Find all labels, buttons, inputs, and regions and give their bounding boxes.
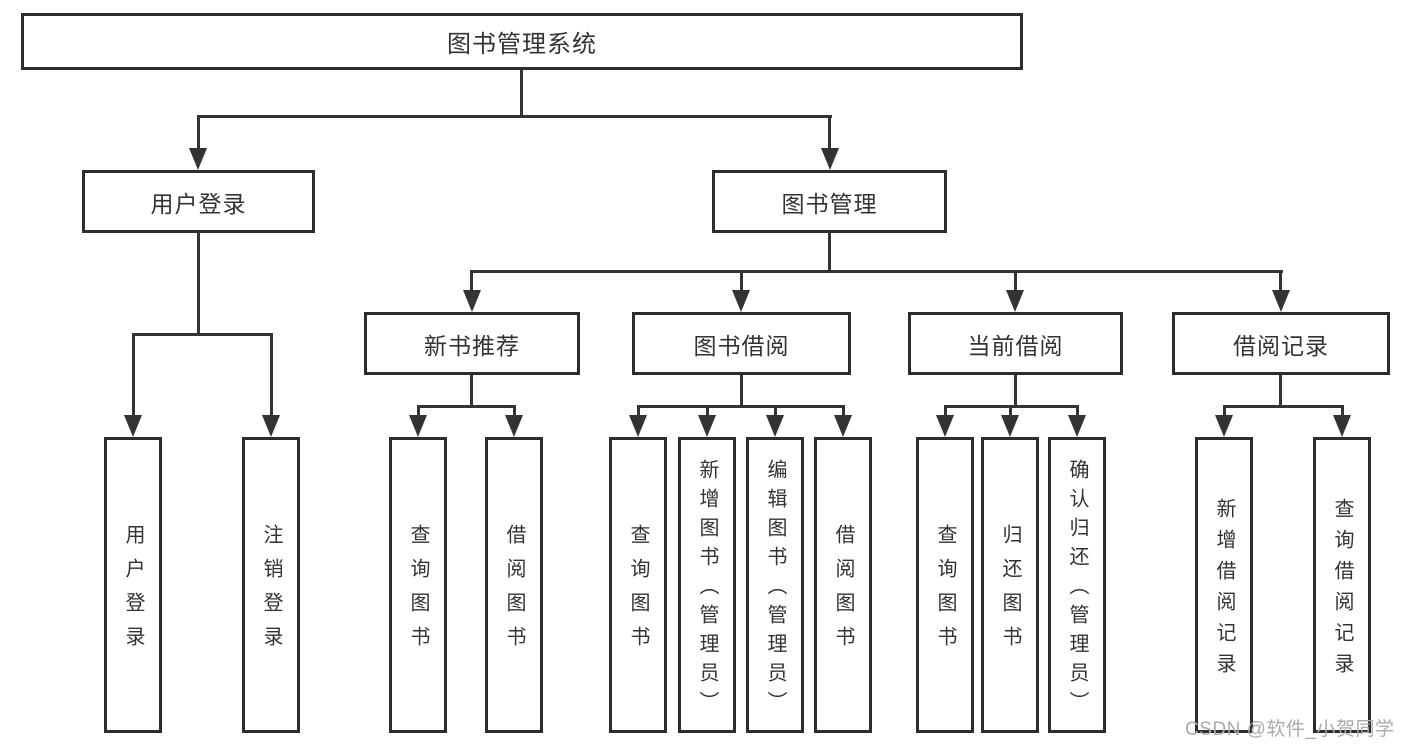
connector-drop-book-management bbox=[828, 115, 831, 151]
arrowhead-leaf-user-login bbox=[124, 415, 142, 437]
node-new-book-recommend: 新书推荐 bbox=[364, 312, 580, 375]
arrowhead-borrow-books-2 bbox=[834, 415, 852, 437]
connector-drop-new-book-recommend bbox=[470, 270, 473, 294]
arrowhead-confirm-return bbox=[1068, 415, 1086, 437]
leaf-borrow-books-2: 借阅图书 bbox=[814, 437, 872, 733]
connector-drop-user-login bbox=[197, 115, 200, 151]
leaf-query-books-1-label: 查询图书 bbox=[407, 524, 429, 660]
leaf-query-books-1: 查询图书 bbox=[389, 437, 447, 733]
connector-drop-borrow-books-1 bbox=[513, 405, 516, 417]
connector-drop-return-books bbox=[1009, 405, 1012, 417]
connector-drop-leaf-user-login bbox=[132, 333, 135, 417]
connector-drop-add-book bbox=[706, 405, 709, 417]
arrowhead-add-book bbox=[698, 415, 716, 437]
leaf-query-borrow-record-label: 查询借阅记录 bbox=[1331, 497, 1353, 684]
connector-drop-query-books-2 bbox=[637, 405, 640, 417]
connector-level2-rail bbox=[197, 115, 832, 118]
leaf-query-books-3-label: 查询图书 bbox=[934, 524, 956, 660]
leaf-query-books-2-label: 查询图书 bbox=[627, 524, 649, 660]
arrowhead-query-books-1 bbox=[409, 415, 427, 437]
arrowhead-edit-book bbox=[766, 415, 784, 437]
arrowhead-user-login bbox=[189, 148, 207, 170]
connector-user-login-stem bbox=[197, 233, 200, 336]
leaf-confirm-return-admin-label: 确认归还（管理员） bbox=[1066, 459, 1088, 720]
connector-drop-borrow-records bbox=[1279, 270, 1282, 294]
leaf-add-book-admin-label: 新增图书（管理员） bbox=[696, 459, 718, 720]
leaf-query-books-2: 查询图书 bbox=[609, 437, 667, 733]
arrowhead-borrow-records bbox=[1272, 290, 1290, 312]
node-library-management-system: 图书管理系统 bbox=[21, 13, 1023, 70]
leaf-borrow-books-2-label: 借阅图书 bbox=[832, 524, 854, 660]
node-current-borrow: 当前借阅 bbox=[908, 312, 1123, 375]
connector-drop-query-books-3 bbox=[944, 405, 947, 417]
arrowhead-query-borrow-record bbox=[1333, 415, 1351, 437]
arrowhead-current-borrow bbox=[1006, 290, 1024, 312]
csdn-watermark: CSDN @软件_小贺同学 bbox=[1185, 719, 1395, 740]
connector-user-login-rail bbox=[132, 333, 273, 336]
arrowhead-return-books bbox=[1001, 415, 1019, 437]
leaf-add-borrow-record-label: 新增借阅记录 bbox=[1213, 497, 1235, 684]
connector-drop-query-borrow-record bbox=[1341, 405, 1344, 417]
leaf-logout: 注销登录 bbox=[242, 437, 300, 733]
leaf-user-login-label: 用户登录 bbox=[122, 524, 144, 660]
leaf-borrow-books-1-label: 借阅图书 bbox=[503, 524, 525, 660]
connector-borrow-records-stem bbox=[1279, 375, 1282, 408]
node-book-management: 图书管理 bbox=[712, 170, 947, 233]
connector-drop-borrow-books-2 bbox=[842, 405, 845, 417]
leaf-return-books: 归还图书 bbox=[981, 437, 1039, 733]
connector-new-book-recommend-stem bbox=[470, 375, 473, 408]
connector-root-stem bbox=[520, 70, 523, 118]
connector-book-borrow-stem bbox=[740, 375, 743, 408]
connector-current-borrow-stem bbox=[1014, 375, 1017, 408]
connector-drop-leaf-logout bbox=[270, 333, 273, 417]
leaf-return-books-label: 归还图书 bbox=[999, 524, 1021, 660]
leaf-add-book-admin: 新增图书（管理员） bbox=[678, 437, 736, 733]
leaf-logout-label: 注销登录 bbox=[260, 524, 282, 660]
arrowhead-add-borrow-record bbox=[1215, 415, 1233, 437]
leaf-edit-book-admin: 编辑图书（管理员） bbox=[746, 437, 804, 733]
connector-drop-add-borrow-record bbox=[1223, 405, 1226, 417]
leaf-user-login: 用户登录 bbox=[104, 437, 162, 733]
node-borrow-records: 借阅记录 bbox=[1172, 312, 1390, 375]
arrowhead-leaf-logout bbox=[262, 415, 280, 437]
connector-borrow-records-rail bbox=[1223, 405, 1344, 408]
connector-book-management-stem bbox=[828, 233, 831, 273]
connector-drop-current-borrow bbox=[1014, 270, 1017, 294]
arrowhead-book-management bbox=[821, 148, 839, 170]
arrowhead-book-borrow bbox=[732, 290, 750, 312]
leaf-edit-book-admin-label: 编辑图书（管理员） bbox=[764, 459, 786, 720]
connector-drop-confirm-return bbox=[1076, 405, 1079, 417]
connector-level3-rail bbox=[470, 270, 1283, 273]
leaf-query-books-3: 查询图书 bbox=[916, 437, 974, 733]
connector-drop-book-borrow bbox=[740, 270, 743, 294]
connector-book-borrow-rail bbox=[637, 405, 845, 408]
leaf-add-borrow-record: 新增借阅记录 bbox=[1195, 437, 1253, 733]
connector-drop-query-books-1 bbox=[417, 405, 420, 417]
arrowhead-query-books-3 bbox=[936, 415, 954, 437]
arrowhead-query-books-2 bbox=[629, 415, 647, 437]
leaf-borrow-books-1: 借阅图书 bbox=[485, 437, 543, 733]
arrowhead-borrow-books-1 bbox=[505, 415, 523, 437]
node-user-login: 用户登录 bbox=[82, 170, 315, 233]
node-book-borrow: 图书借阅 bbox=[632, 312, 851, 375]
connector-new-book-recommend-rail bbox=[417, 405, 516, 408]
leaf-confirm-return-admin: 确认归还（管理员） bbox=[1048, 437, 1106, 733]
arrowhead-new-book-recommend bbox=[463, 290, 481, 312]
leaf-query-borrow-record: 查询借阅记录 bbox=[1313, 437, 1371, 733]
connector-drop-edit-book bbox=[774, 405, 777, 417]
